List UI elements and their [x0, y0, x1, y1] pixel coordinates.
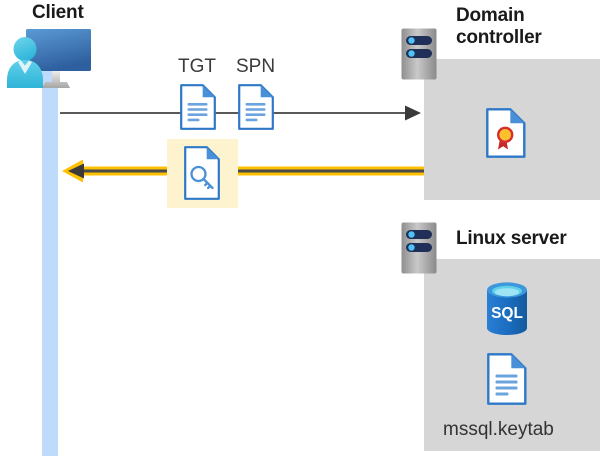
domain-controller-title: Domain controller: [456, 5, 542, 48]
linux-server-server-icon: [401, 222, 437, 274]
sql-database-label: SQL: [491, 305, 523, 322]
domain-controller-server-icon: [401, 28, 437, 80]
client-lifeline: [42, 62, 58, 456]
request-arrow-line: [60, 104, 422, 122]
tgt-document-icon: [180, 84, 216, 130]
client-user-computer-icon: [2, 24, 102, 94]
spn-document-icon: [238, 84, 274, 130]
tgt-label: TGT: [178, 56, 216, 77]
client-title: Client: [32, 2, 84, 23]
ticket-key-document-icon: [184, 146, 220, 200]
response-arrow-line: [58, 158, 424, 184]
sql-database-icon: SQL: [483, 281, 531, 337]
certificate-document-icon: [486, 108, 526, 158]
keytab-document-icon: [487, 353, 527, 405]
spn-label: SPN: [236, 56, 276, 77]
keytab-filename-label: mssql.keytab: [443, 419, 554, 440]
linux-server-title: Linux server: [456, 228, 567, 249]
